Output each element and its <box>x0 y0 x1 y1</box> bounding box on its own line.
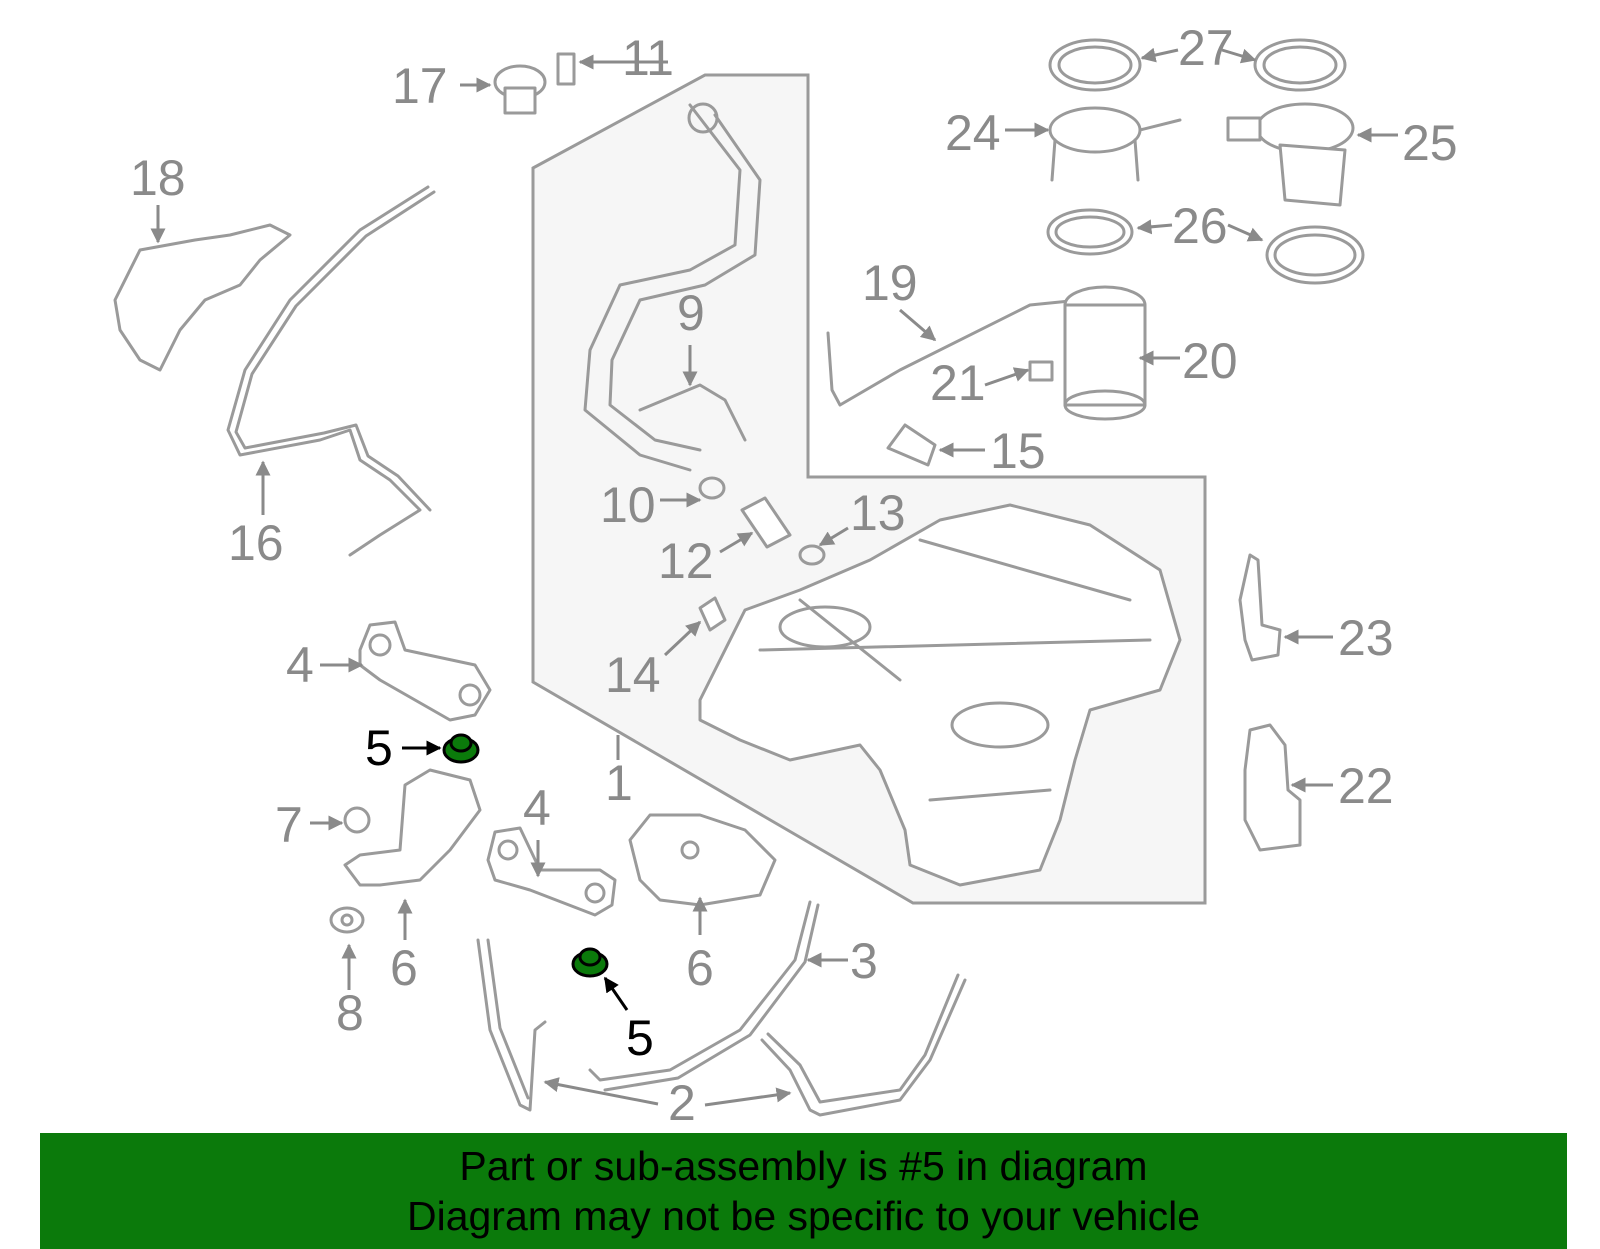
clip-22 <box>1243 723 1302 852</box>
callout-6a: 6 <box>390 940 418 996</box>
clamp-13 <box>798 544 826 566</box>
banner-line-1: Part or sub-assembly is #5 in diagram <box>459 1143 1148 1189</box>
leader-lines <box>150 47 1398 1107</box>
bracket-4b <box>486 826 617 917</box>
callout-10: 10 <box>600 477 656 533</box>
callout-16: 16 <box>228 515 284 571</box>
strap-3 <box>588 900 820 1092</box>
callout-15: 15 <box>990 423 1046 479</box>
seal-ring-26a <box>1046 208 1134 256</box>
callout-4b: 4 <box>523 780 551 836</box>
filter-20 <box>1063 285 1147 421</box>
fuel-tank <box>698 503 1182 887</box>
hose-12 <box>740 496 792 549</box>
hose-16 <box>226 185 430 557</box>
seal-ring-27b <box>1253 38 1347 92</box>
cap-17 <box>493 64 547 115</box>
filler-neck <box>583 102 762 472</box>
callout-3: 3 <box>850 933 878 989</box>
callout-9: 9 <box>677 285 705 341</box>
callout-24: 24 <box>945 105 1001 161</box>
strap-2a <box>476 938 547 1112</box>
mount-6b <box>628 813 777 907</box>
callout-27: 27 <box>1178 20 1234 76</box>
callout-22: 22 <box>1338 758 1394 814</box>
nut-7 <box>343 806 371 834</box>
nut-5b <box>571 947 609 978</box>
bracket-4a <box>358 620 492 722</box>
strap-2b <box>760 973 967 1117</box>
callout-25: 25 <box>1402 115 1458 171</box>
nut-5a <box>442 733 480 764</box>
heat-shield-18 <box>113 223 292 372</box>
part-info-banner: Part or sub-assembly is #5 in diagram Di… <box>40 1133 1567 1249</box>
callout-20: 20 <box>1182 333 1238 389</box>
callout-12: 12 <box>658 533 714 589</box>
bolt-11 <box>556 52 576 86</box>
callout-18: 18 <box>130 150 186 206</box>
clamp-10 <box>698 476 726 500</box>
callout-5b: 5 <box>626 1010 654 1066</box>
callout-8: 8 <box>336 985 364 1041</box>
callout-21: 21 <box>930 355 986 411</box>
seal-ring-26b <box>1265 225 1365 285</box>
callout-23: 23 <box>1338 610 1394 666</box>
callout-1: 1 <box>605 755 633 811</box>
clip-23 <box>1238 553 1282 662</box>
callout-19: 19 <box>862 255 918 311</box>
callout-7: 7 <box>275 797 303 853</box>
callout-5a: 5 <box>365 720 393 776</box>
callout-2: 2 <box>668 1075 696 1131</box>
callout-13: 13 <box>850 485 906 541</box>
callout-14: 14 <box>605 647 661 703</box>
line-19 <box>826 298 1082 407</box>
callout-17: 17 <box>392 58 448 114</box>
banner-line-2: Diagram may not be specific to your vehi… <box>406 1193 1200 1239</box>
washer-8 <box>329 906 365 934</box>
bracket-15 <box>886 423 937 467</box>
connector-21 <box>1028 360 1054 382</box>
grommet-14 <box>698 596 727 632</box>
callout-labels: 1 2 3 4 4 5 5 6 6 7 8 9 10 11 12 13 14 1… <box>130 20 1458 1131</box>
callout-6b: 6 <box>686 940 714 996</box>
pump-assembly-24 <box>1048 106 1182 182</box>
callout-4a: 4 <box>286 637 314 693</box>
seal-ring-27a <box>1048 38 1142 92</box>
mount-6a <box>343 768 482 887</box>
pump-module-25 <box>1226 102 1355 207</box>
callout-11: 11 <box>622 30 674 86</box>
callout-26: 26 <box>1172 198 1228 254</box>
